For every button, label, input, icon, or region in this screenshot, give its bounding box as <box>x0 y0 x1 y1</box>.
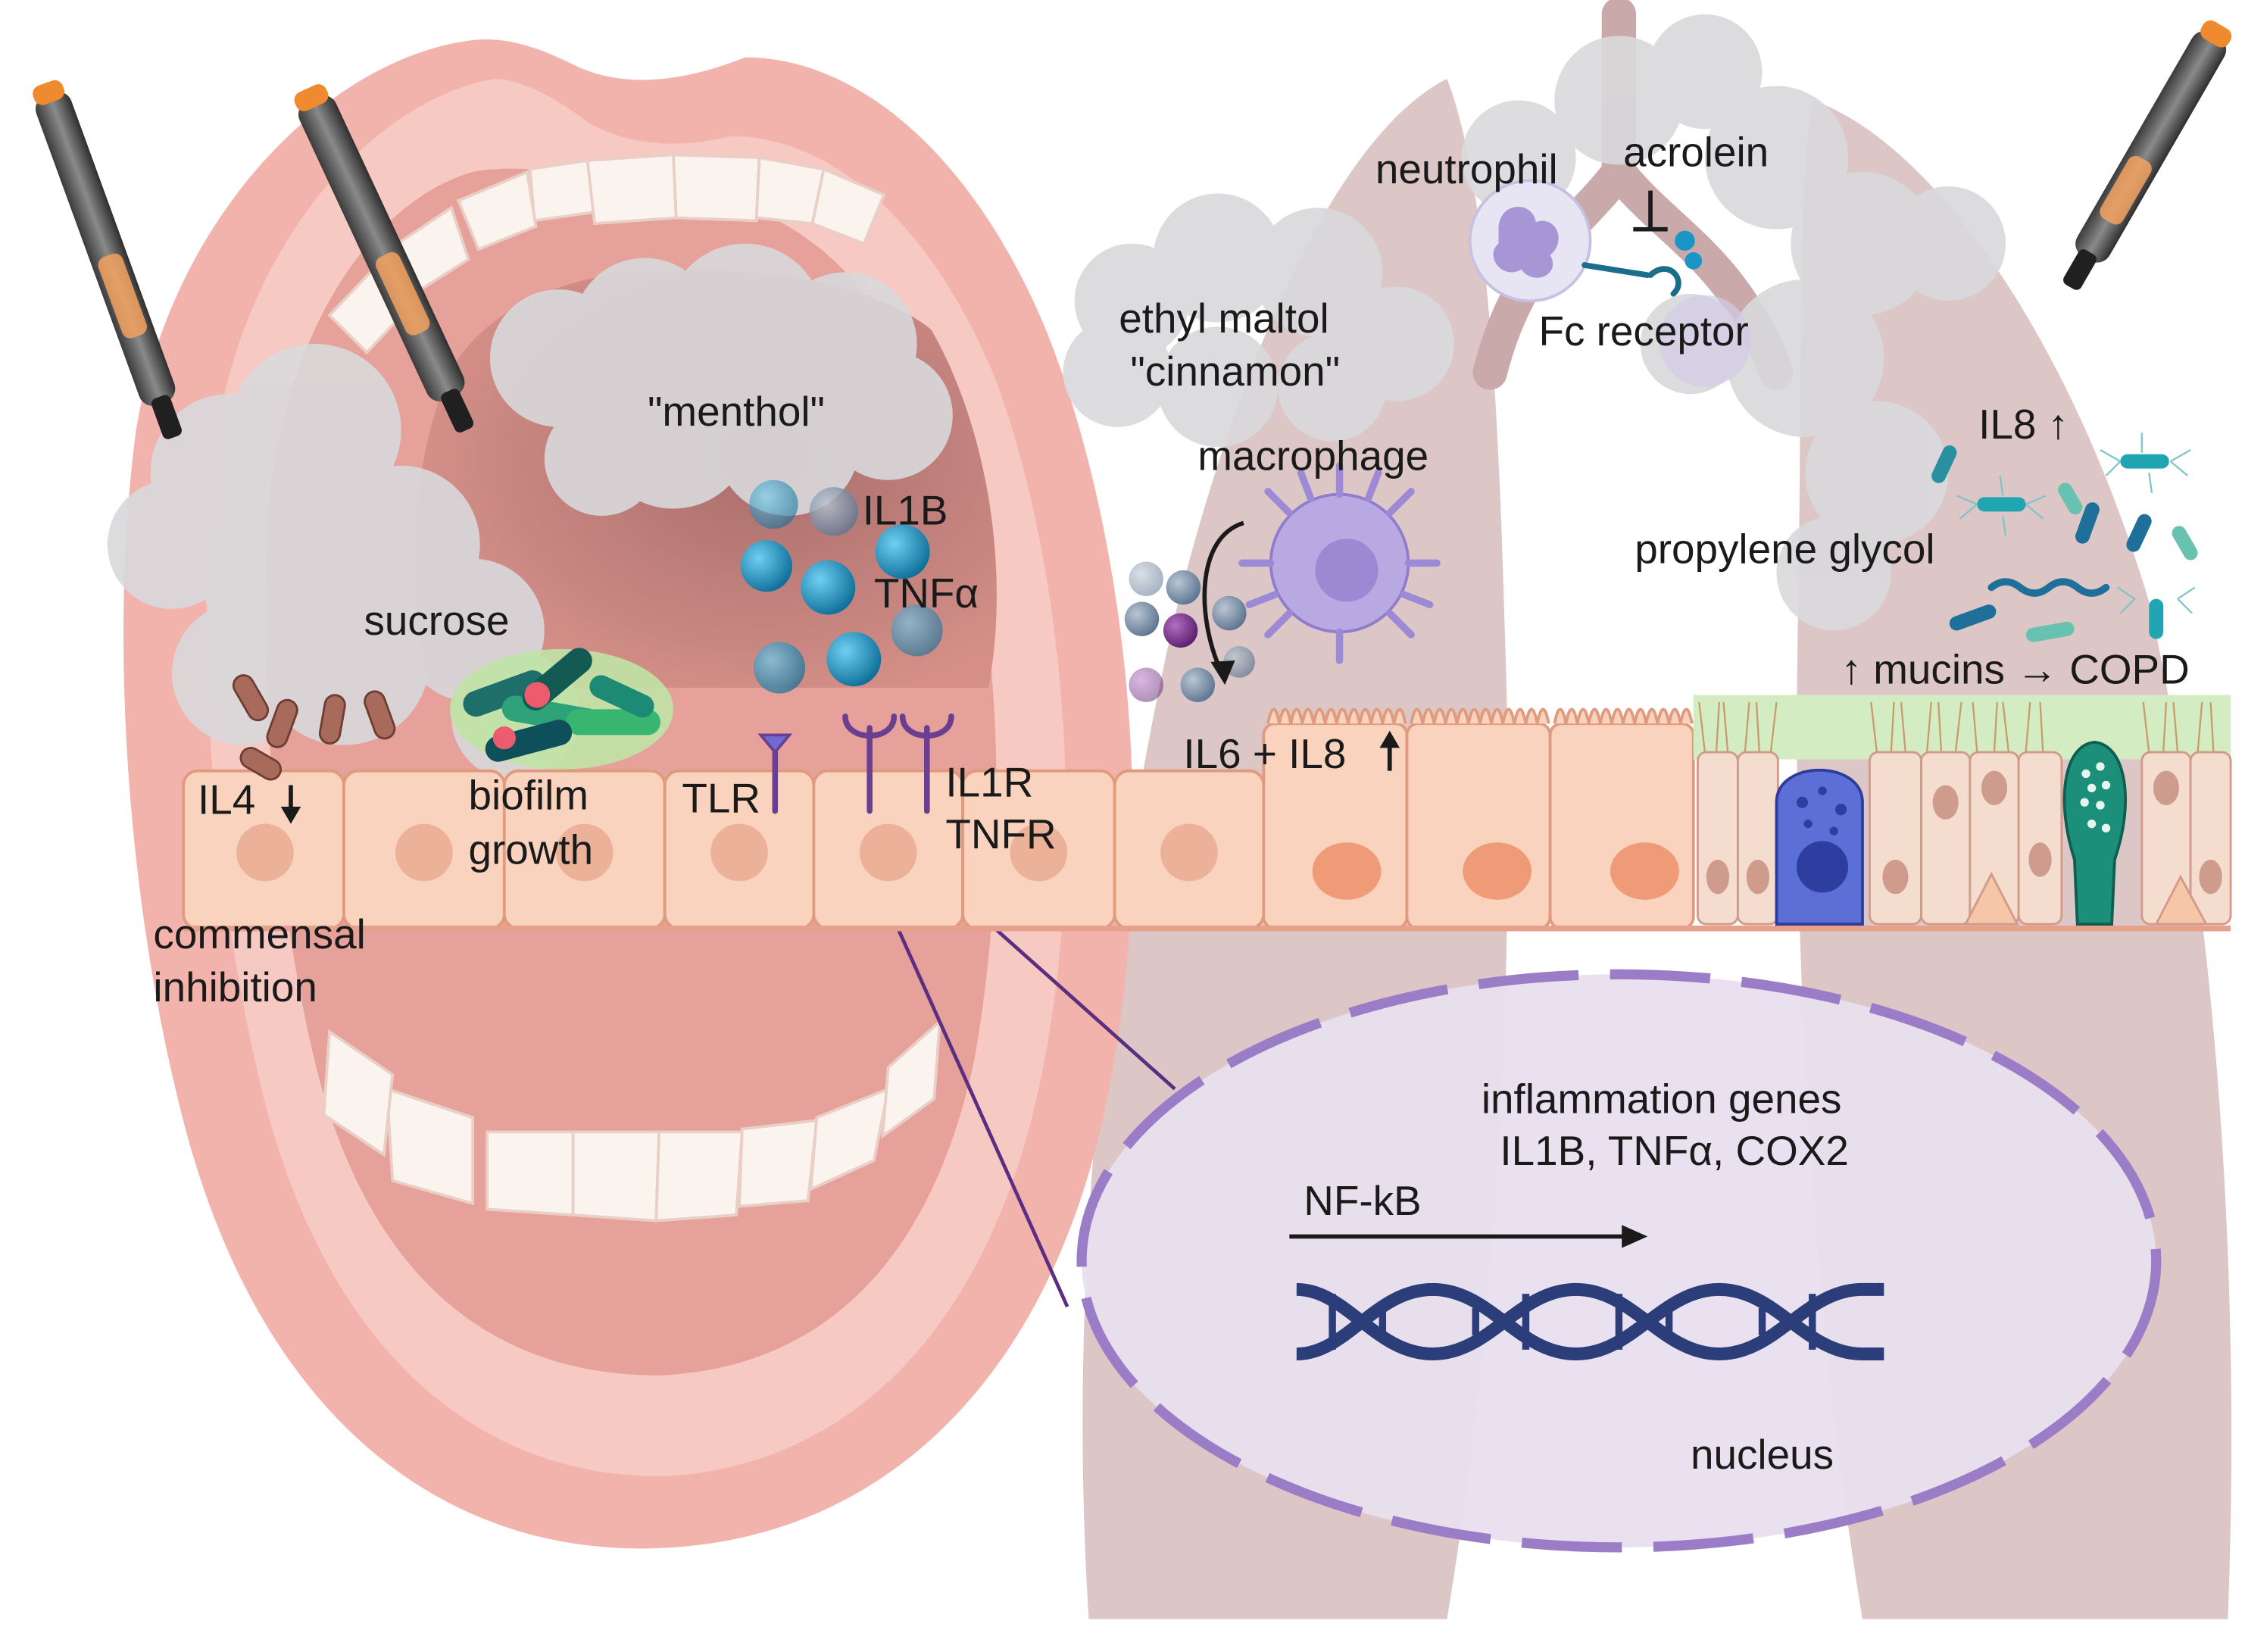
label-tnfr: TNFR <box>945 810 1056 857</box>
label-tlr: TLR <box>682 775 760 822</box>
cytokine-icon <box>740 479 943 694</box>
down-arrow-icon <box>280 785 301 824</box>
label-il6-il8: IL6 + IL8 <box>1183 730 1346 777</box>
biofilm-icon <box>449 648 674 770</box>
epithelium-layer <box>182 695 2232 932</box>
receptor-icon <box>757 714 954 814</box>
label-nucleus: nucleus <box>1691 1431 1834 1478</box>
label-il1b: IL1B <box>863 486 948 533</box>
label-nfkb: NF-kB <box>1304 1177 1421 1224</box>
label-il4: IL4 <box>198 776 255 823</box>
fc-receptor-icon <box>1581 230 1703 297</box>
cytokine-cluster-icon <box>1124 561 1255 702</box>
up-arrow-icon <box>1379 730 1400 771</box>
label-inflammation-genes: inflammation genes <box>1482 1076 1842 1123</box>
label-fc-receptor: Fc receptor <box>1538 308 1748 354</box>
inhibition-icon <box>1633 190 1668 232</box>
label-acrolein: acrolein <box>1623 128 1769 175</box>
label-inhibition: inhibition <box>153 963 317 1010</box>
vapor-cloud-icon <box>107 14 2006 781</box>
label-cinnamon: "cinnamon" <box>1130 348 1340 395</box>
release-arrow-icon <box>1202 520 1244 672</box>
macrophage-icon <box>1238 462 1441 664</box>
vape-pen-icon <box>33 20 2232 439</box>
label-il1r: IL1R <box>945 759 1033 806</box>
label-biofilm-growth: growth <box>469 826 594 873</box>
airway-bacteria-icon <box>1931 433 2198 642</box>
mucin-cell-icon <box>2062 740 2127 926</box>
label-menthol: "menthol" <box>648 388 825 435</box>
goblet-cell-icon <box>1775 768 1864 926</box>
nucleus-panel <box>1076 969 2162 1553</box>
neutrophil-icon <box>1468 179 1751 387</box>
label-sucrose: sucrose <box>364 597 509 644</box>
label-tnfa: TNFα <box>874 570 979 617</box>
dna-helix-icon <box>1296 1282 1884 1361</box>
label-biofilm: biofilm <box>469 772 589 819</box>
label-neutrophil: neutrophil <box>1375 145 1558 192</box>
label-commensal: commensal <box>153 910 365 957</box>
bacteria-icon <box>232 674 396 781</box>
label-macrophage: macrophage <box>1197 432 1428 479</box>
label-gene-list: IL1B, TNFα, COX2 <box>1500 1127 1848 1174</box>
label-mucins-copd: ↑ mucins → COPD <box>1841 645 2190 692</box>
nfkb-arrow-icon <box>1289 1225 1648 1248</box>
label-ethyl-maltol: ethyl maltol <box>1119 295 1329 342</box>
label-propylene-glycol: propylene glycol <box>1635 525 1934 572</box>
label-il8-up: IL8 ↑ <box>1978 401 2069 448</box>
